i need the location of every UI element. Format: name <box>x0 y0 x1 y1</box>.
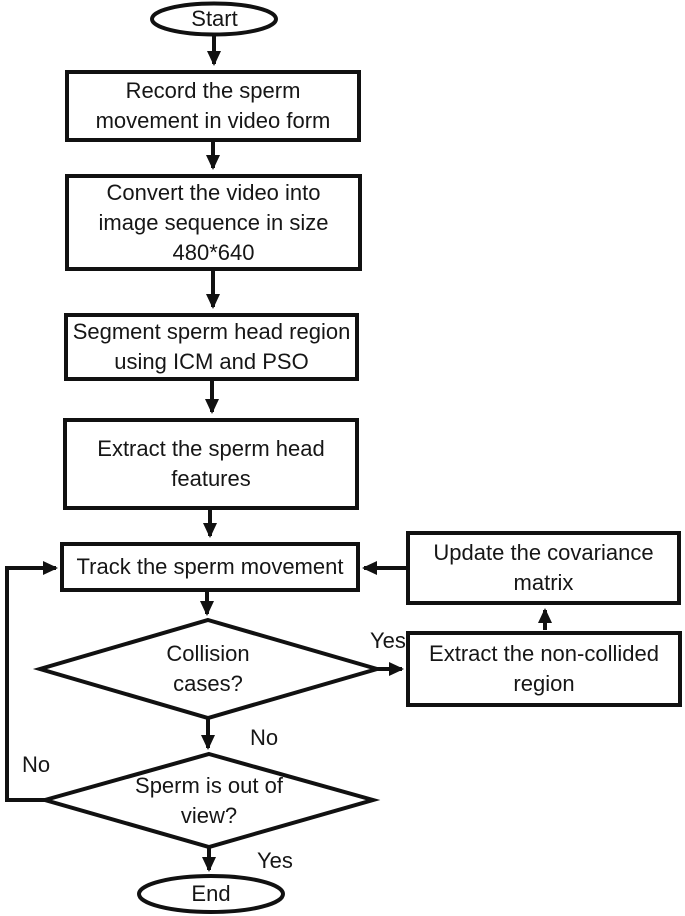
process-convert: Convert the video into image sequence in… <box>65 174 362 271</box>
process-extract-features-line1: Extract the sperm head <box>97 436 325 461</box>
collision-decision-shape <box>32 617 385 721</box>
process-segment-line2: using ICM and PSO <box>114 349 309 374</box>
edge-label-out-of-view-no: No <box>22 752 51 777</box>
arrow-out-of-view-no-loop-to-track <box>5 561 58 802</box>
process-extract-region-line2: region <box>513 671 575 696</box>
process-extract-region-line1: Extract the non-collided <box>429 641 659 666</box>
process-extract-region: Extract the non-collided region <box>406 631 682 707</box>
process-record-line1: Record the sperm <box>125 78 301 103</box>
process-update-covariance: Update the covariance matrix <box>406 531 681 605</box>
process-record: Record the sperm movement in video form <box>65 70 361 142</box>
process-update-covariance-line2: matrix <box>513 570 574 595</box>
process-track-line1: Track the sperm movement <box>76 554 344 579</box>
edge-label-out-of-view-yes: Yes <box>257 848 293 873</box>
process-record-line2: movement in video form <box>95 108 331 133</box>
process-update-covariance-line1: Update the covariance <box>433 540 654 565</box>
out-of-view-decision-shape <box>37 751 381 850</box>
process-segment: Segment sperm head region using ICM and … <box>64 313 359 381</box>
process-segment-line1: Segment sperm head region <box>72 319 351 344</box>
start-terminal-shape <box>150 1 278 37</box>
process-extract-features: Extract the sperm head features <box>63 418 359 510</box>
process-track: Track the sperm movement <box>60 542 360 592</box>
edge-label-collision-yes: Yes <box>370 628 406 653</box>
process-convert-line3: 480*640 <box>172 239 255 265</box>
process-convert-line1: Convert the video into <box>106 179 321 205</box>
edge-label-collision-no: No <box>250 725 279 750</box>
process-extract-features-line2: features <box>171 466 251 491</box>
end-terminal-shape <box>137 874 285 914</box>
process-convert-line2: image sequence in size <box>98 209 329 235</box>
